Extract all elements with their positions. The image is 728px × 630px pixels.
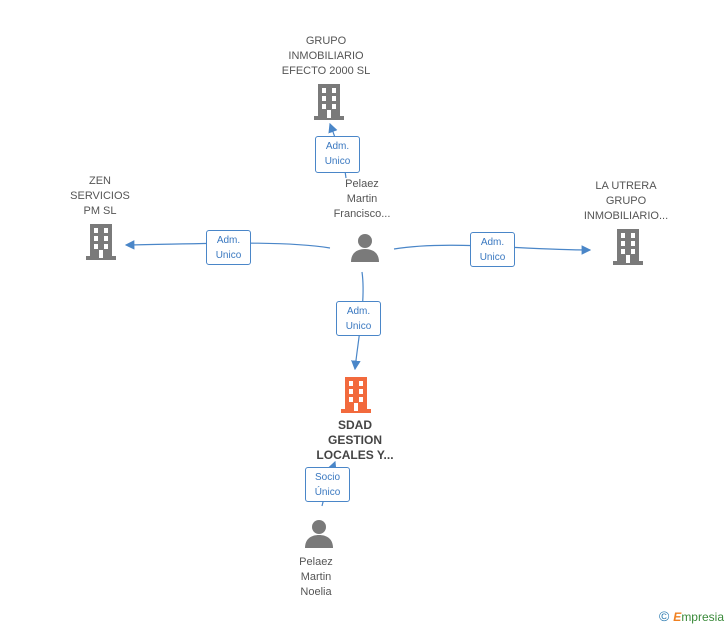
node-label-line: Martin <box>300 571 332 583</box>
node-label-line: Pelaez <box>345 178 379 190</box>
edge-label-line: Adm. <box>346 306 371 317</box>
node-label-line: SDAD <box>337 418 372 432</box>
node-label-line: GESTION <box>327 433 382 447</box>
edge-label-line: Adm. <box>216 235 241 246</box>
node-label-grupo[interactable]: GRUPO INMOBILIARIO EFECTO 2000 SL <box>268 34 384 79</box>
node-label-line: LOCALES Y... <box>316 448 394 462</box>
person-icon[interactable] <box>304 519 334 554</box>
node-label-line: Pelaez <box>299 556 333 568</box>
node-label-line: INMOBILIARIO... <box>583 210 669 222</box>
node-label-sdad[interactable]: SDAD GESTION LOCALES Y... <box>300 418 410 463</box>
node-label-pelaez-noelia[interactable]: Pelaez Martin Noelia <box>276 555 356 600</box>
brand-footer: ©Empresia <box>659 608 724 624</box>
edge-label-line: Socio <box>314 472 340 483</box>
edge-label-to-sdad[interactable]: Adm. Unico <box>336 301 381 336</box>
node-label-line: Francisco... <box>333 208 391 220</box>
node-label-line: INMOBILIARIO <box>288 50 364 62</box>
edge-label-noelia-socio[interactable]: Socio Único <box>305 467 350 502</box>
node-label-line: Martin <box>346 193 378 205</box>
node-label-line: Noelia <box>300 586 332 598</box>
edge-label-to-grupo[interactable]: Adm. Unico <box>315 136 360 173</box>
building-icon[interactable] <box>86 224 116 265</box>
node-label-line: SERVICIOS <box>70 190 130 202</box>
edge-label-line: Unico <box>345 321 372 332</box>
edge-label-line: Unico <box>479 252 506 263</box>
person-icon[interactable] <box>350 233 380 268</box>
node-label-line: GRUPO <box>605 195 647 207</box>
node-label-line: ZEN <box>89 175 111 187</box>
node-label-line: PM SL <box>83 205 117 217</box>
brand-logo-initial: E <box>673 610 682 624</box>
node-label-zen[interactable]: ZEN SERVICIOS PM SL <box>60 174 140 219</box>
brand-logo-text: mpresia <box>681 610 724 624</box>
edge-label-line: Unico <box>324 156 351 167</box>
edge-label-to-utrera[interactable]: Adm. Unico <box>470 232 515 267</box>
node-label-pelaez-francisco[interactable]: Pelaez Martin Francisco... <box>312 177 412 222</box>
building-icon[interactable] <box>314 84 344 125</box>
building-icon[interactable] <box>613 229 643 270</box>
edge-label-line: Adm. <box>325 141 350 152</box>
edge-label-line: Adm. <box>480 237 505 248</box>
node-label-line: LA UTRERA <box>595 180 657 192</box>
edge-label-line: Único <box>314 487 341 498</box>
node-label-line: EFECTO 2000 SL <box>281 65 371 77</box>
node-label-utrera[interactable]: LA UTRERA GRUPO INMOBILIARIO... <box>578 179 674 224</box>
building-icon-main[interactable] <box>341 377 371 418</box>
edge-label-to-zen[interactable]: Adm. Unico <box>206 230 251 265</box>
node-label-line: GRUPO <box>305 35 347 47</box>
edge-label-line: Unico <box>215 250 242 261</box>
copyright-icon: © <box>658 608 670 624</box>
